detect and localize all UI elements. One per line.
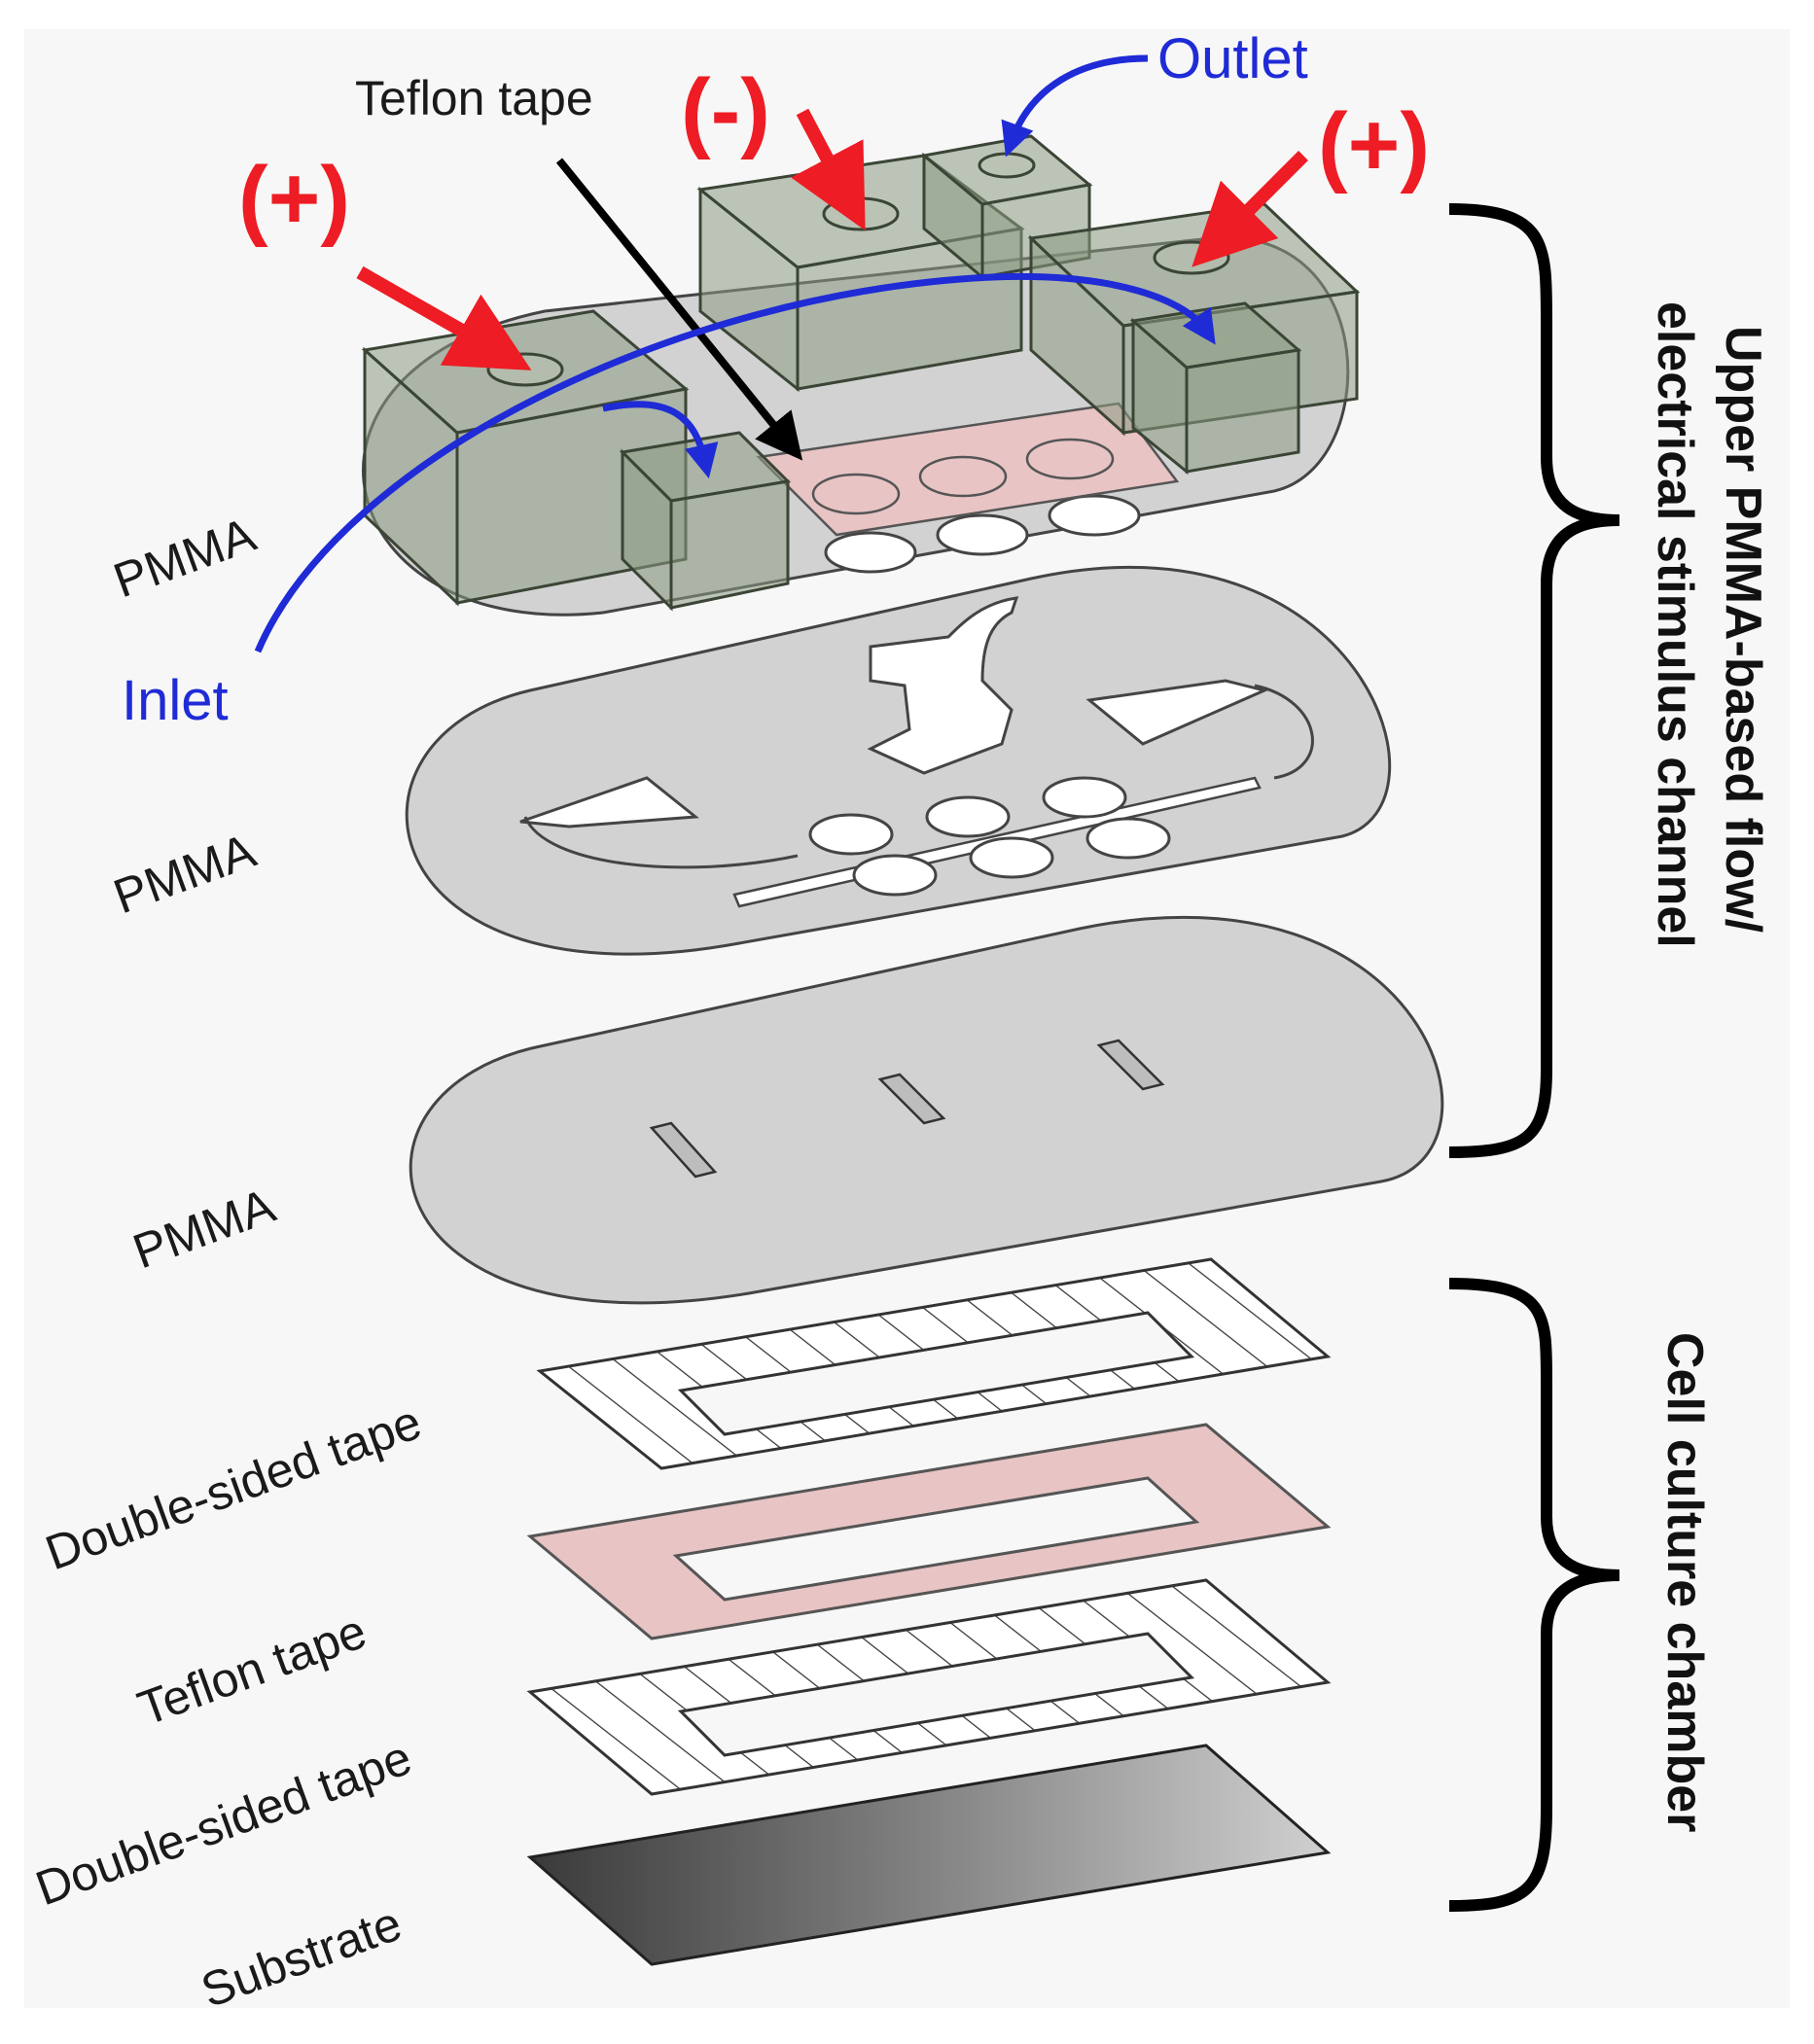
electrode-slit <box>1096 1039 1165 1091</box>
triangle-cut-right <box>1085 679 1269 746</box>
port-hole <box>1048 494 1141 537</box>
flow-arrow-main <box>254 272 1216 653</box>
teflon-hole <box>918 455 1008 498</box>
chamber-hole <box>969 836 1054 879</box>
substrate-layer <box>526 1744 1332 1966</box>
top-pmma-layer <box>361 134 1361 617</box>
arrow-minus <box>791 108 866 231</box>
chamber-hole <box>1085 817 1171 860</box>
chamber-hole <box>852 854 938 897</box>
double-sided-tape-layer-1 <box>536 1257 1332 1470</box>
electrode-slit <box>877 1073 946 1125</box>
y-channel-cut <box>867 596 1019 775</box>
teflon-hole <box>811 473 901 515</box>
flow-arrow-outlet <box>1001 54 1149 158</box>
teflon-hole <box>1025 438 1115 480</box>
brace-upper <box>1448 203 1620 1158</box>
chamber-hole <box>808 813 894 856</box>
group-upper-line2: electrical stimulus channel <box>1647 301 1703 948</box>
port-hole <box>936 513 1029 556</box>
label-plus-right: (+) <box>1318 95 1430 194</box>
triangle-cut-left <box>519 776 699 828</box>
brace-lower <box>1448 1278 1620 1912</box>
right-small-block <box>1129 301 1302 476</box>
double-sided-tape-layer-2 <box>526 1578 1332 1796</box>
teflon-tape-layer <box>526 1423 1332 1640</box>
group-lower: Cell culture chamber <box>1656 1332 1713 1832</box>
label-plus-left: (+) <box>238 149 350 248</box>
chamber-hole <box>1042 776 1127 819</box>
arrow-teflon <box>555 158 803 461</box>
electrode-slit <box>649 1121 718 1179</box>
chamber-hole <box>925 795 1011 838</box>
label-inlet: Inlet <box>122 669 229 732</box>
label-outlet: Outlet <box>1157 27 1308 90</box>
arrow-plus-left <box>356 265 532 370</box>
label-teflon-top: Teflon tape <box>355 71 593 125</box>
middle-pmma-layer <box>405 565 1392 956</box>
arrow-plus-right <box>1192 151 1308 267</box>
port-hole <box>824 531 917 574</box>
group-upper-line1: Upper PMMA-based flow/ <box>1715 326 1771 933</box>
bottom-pmma-layer <box>409 915 1444 1305</box>
flow-arrow-inlet <box>602 401 719 479</box>
label-minus: (-) <box>681 61 770 160</box>
